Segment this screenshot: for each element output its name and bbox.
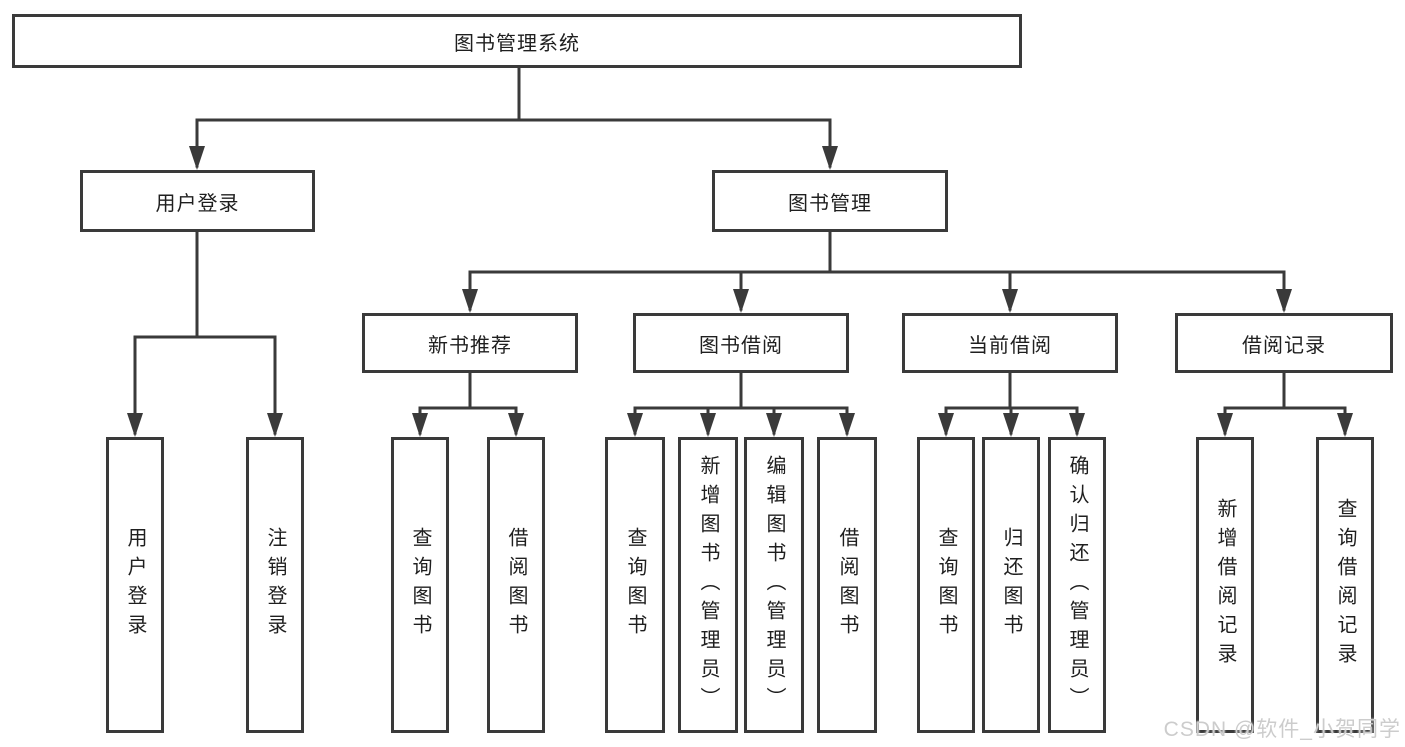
leaf-query-books-3: 查询图书 (917, 437, 975, 733)
leaf-add-borrow-record: 新增借阅记录 (1196, 437, 1254, 733)
node-label: 注销登录 (264, 527, 286, 643)
node-root: 图书管理系统 (12, 14, 1022, 68)
node-label: 查询图书 (935, 527, 957, 643)
leaf-query-books-1: 查询图书 (391, 437, 449, 733)
node-label: 确认归还（管理员） (1066, 454, 1088, 716)
node-label: 查询图书 (624, 527, 646, 643)
leaf-user-login: 用户登录 (106, 437, 164, 733)
node-label: 编辑图书（管理员） (763, 454, 785, 716)
node-label: 新增图书（管理员） (697, 454, 719, 716)
node-book-borrow: 图书借阅 (633, 313, 849, 373)
leaf-confirm-return-admin: 确认归还（管理员） (1048, 437, 1106, 733)
leaf-logout: 注销登录 (246, 437, 304, 733)
node-borrow-records: 借阅记录 (1175, 313, 1393, 373)
node-label: 查询图书 (409, 527, 431, 643)
node-current-borrow: 当前借阅 (902, 313, 1118, 373)
node-book-management: 图书管理 (712, 170, 948, 232)
node-label: 用户登录 (124, 527, 146, 643)
leaf-borrow-books-2: 借阅图书 (817, 437, 877, 733)
watermark: CSDN @软件_小贺同学 (1163, 718, 1401, 741)
leaf-borrow-books-1: 借阅图书 (487, 437, 545, 733)
node-label: 图书管理 (788, 192, 872, 215)
node-label: 新增借阅记录 (1214, 498, 1236, 672)
node-label: 借阅记录 (1242, 334, 1326, 357)
node-label: 图书管理系统 (454, 32, 580, 55)
node-label: 新书推荐 (428, 334, 512, 357)
node-label: 查询借阅记录 (1334, 498, 1356, 672)
node-label: 借阅图书 (836, 527, 858, 643)
node-label: 归还图书 (1000, 527, 1022, 643)
node-user-login: 用户登录 (80, 170, 315, 232)
node-new-book-recommend: 新书推荐 (362, 313, 578, 373)
node-label: 图书借阅 (699, 334, 783, 357)
leaf-add-books-admin: 新增图书（管理员） (678, 437, 738, 733)
leaf-edit-books-admin: 编辑图书（管理员） (744, 437, 804, 733)
node-label: 用户登录 (155, 192, 240, 215)
node-label: 借阅图书 (505, 527, 527, 643)
node-label: 当前借阅 (968, 334, 1052, 357)
leaf-query-books-2: 查询图书 (605, 437, 665, 733)
leaf-return-books: 归还图书 (982, 437, 1040, 733)
leaf-query-borrow-record: 查询借阅记录 (1316, 437, 1374, 733)
